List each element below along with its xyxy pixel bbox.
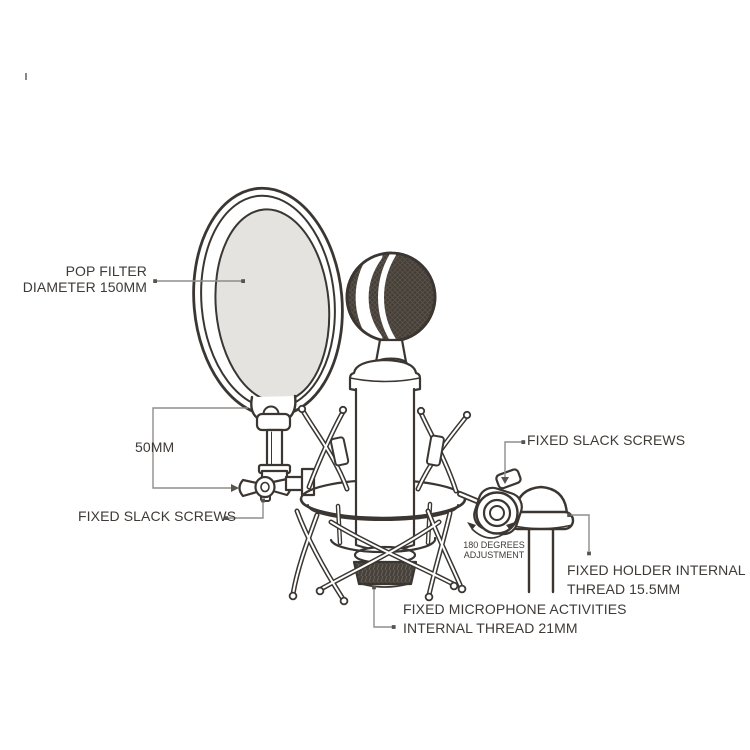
pop-filter-mesh	[214, 208, 331, 403]
label-microphone-thread-line1: FIXED MICROPHONE ACTIVITIES	[403, 601, 627, 617]
leader-left-screws	[226, 502, 264, 519]
holder-column	[527, 527, 555, 594]
leader-right-screws	[504, 441, 523, 477]
pop-filter-stem	[265, 428, 284, 469]
label-microphone-thread-line2: INTERNAL THREAD 21MM	[403, 619, 578, 636]
pop-filter	[192, 186, 344, 502]
label-stem-length: 50MM	[135, 439, 175, 455]
label-pop-filter: POP FILTER DIAMETER 150MM	[0, 263, 147, 295]
mic-thread-knurl	[352, 560, 418, 586]
mic-body	[348, 358, 422, 588]
leader-holder	[569, 514, 590, 551]
microphone	[345, 249, 437, 588]
label-holder-thread: FIXED HOLDER INTERNAL THREAD 15.5MM	[567, 561, 746, 598]
label-rotation-adjustment-line2: ADJUSTMENT	[463, 550, 525, 560]
thumb-screw-left	[238, 475, 292, 502]
pop-filter-ring	[192, 186, 344, 418]
mic-grille-ball	[345, 249, 437, 346]
label-left-slack-screws: FIXED SLACK SCREWS	[78, 508, 237, 524]
leader-dots	[153, 279, 591, 629]
arc-180-adjustment	[467, 522, 515, 539]
label-rotation-adjustment-line1: 180 DEGREES	[463, 540, 525, 550]
label-pop-filter-line2: DIAMETER 150MM	[22, 278, 147, 295]
shock-mount	[288, 404, 472, 606]
leader-mic	[373, 589, 393, 628]
shock-mount-arms	[288, 404, 472, 606]
slack-screw-tab	[495, 468, 522, 490]
stray-mark	[25, 73, 27, 80]
label-right-slack-screws: FIXED SLACK SCREWS	[527, 432, 686, 448]
label-rotation-adjustment: 180 DEGREES ADJUSTMENT	[452, 540, 536, 560]
dim-50mm	[152, 407, 248, 489]
label-microphone-thread: FIXED MICROPHONE ACTIVITIES INTERNAL THR…	[403, 600, 627, 637]
label-holder-thread-line2: THREAD 15.5MM	[567, 580, 681, 597]
label-holder-thread-line1: FIXED HOLDER INTERNAL	[567, 562, 746, 578]
swivel-joint	[457, 468, 523, 536]
label-pop-filter-line1: POP FILTER	[65, 263, 147, 279]
